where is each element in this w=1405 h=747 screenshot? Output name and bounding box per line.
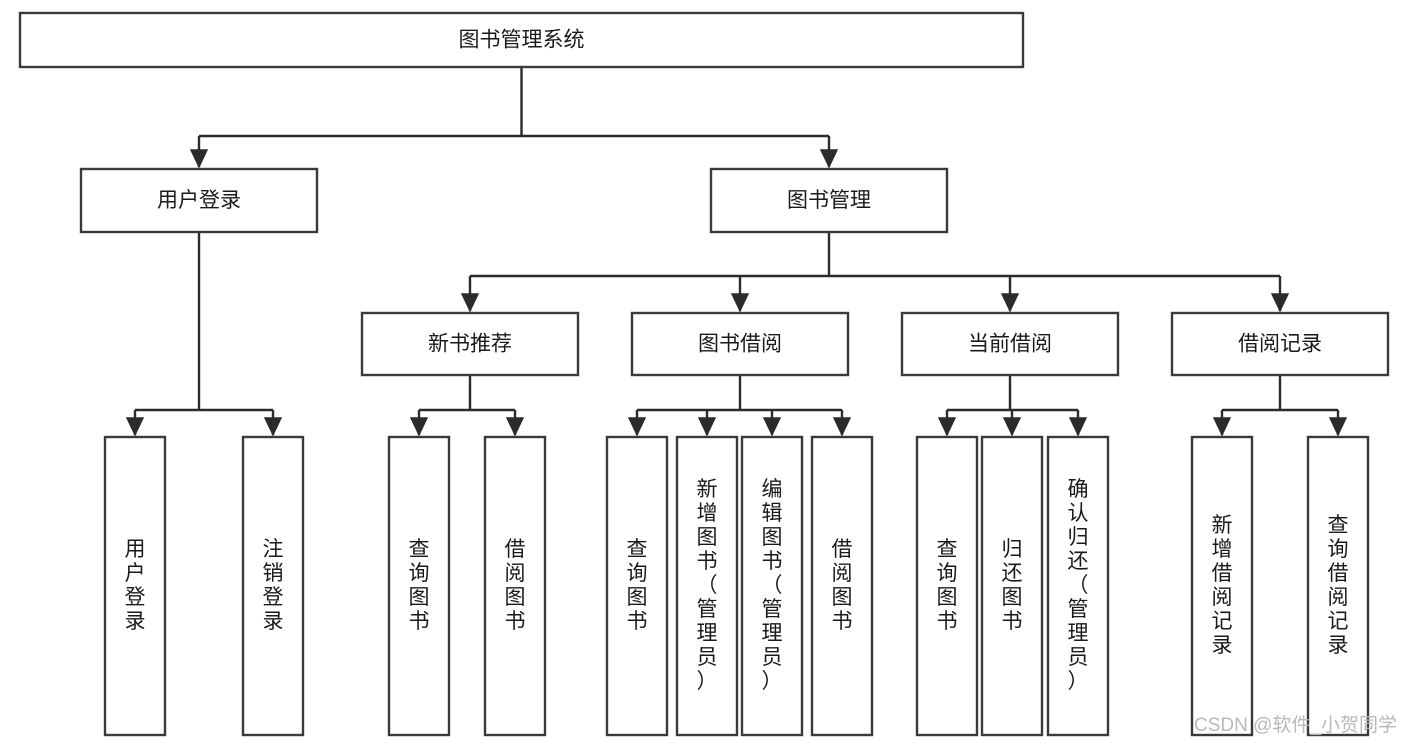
node-level3[interactable]: 当前借阅 <box>900 311 1120 377</box>
node-rect[interactable] <box>1190 435 1254 737</box>
node-rect[interactable] <box>605 435 669 737</box>
node-label: 新书推荐 <box>428 333 512 356</box>
node-label: 注销登录 <box>263 538 284 633</box>
node-label: 查询借阅记录 <box>1328 514 1349 657</box>
node-leaf[interactable]: 借阅图书 <box>810 435 874 737</box>
node-label: 借阅图书 <box>832 538 853 633</box>
node-leaf[interactable]: 查询图书 <box>915 435 979 737</box>
node-label: 当前借阅 <box>968 333 1052 356</box>
node-rect[interactable] <box>1170 311 1390 377</box>
node-rect[interactable] <box>675 435 739 737</box>
node-rect[interactable] <box>915 435 979 737</box>
node-rect[interactable] <box>360 311 580 377</box>
node-leaf[interactable]: 查询图书 <box>387 435 451 737</box>
node-rect[interactable] <box>810 435 874 737</box>
node-leaf[interactable]: 查询图书 <box>605 435 669 737</box>
node-level3[interactable]: 借阅记录 <box>1170 311 1390 377</box>
node-rect[interactable] <box>79 167 319 234</box>
node-label: 用户登录 <box>125 538 146 633</box>
node-level2[interactable]: 图书管理 <box>709 167 949 234</box>
node-label: 查询图书 <box>409 538 430 633</box>
node-label: 图书借阅 <box>698 333 782 356</box>
node-rect[interactable] <box>1046 435 1110 737</box>
node-layer: 图书管理系统用户登录图书管理新书推荐图书借阅当前借阅借阅记录用户登录注销登录查询… <box>18 11 1390 737</box>
node-label: 归还图书 <box>1002 538 1023 633</box>
node-rect[interactable] <box>483 435 547 737</box>
node-rect[interactable] <box>1306 435 1370 737</box>
node-label: 用户登录 <box>157 189 241 212</box>
node-label: 编辑图书（管理员） <box>762 478 783 693</box>
node-label: 借阅记录 <box>1238 333 1322 356</box>
node-rect[interactable] <box>103 435 167 737</box>
node-leaf[interactable]: 新增借阅记录 <box>1190 435 1254 737</box>
node-rect[interactable] <box>709 167 949 234</box>
node-leaf[interactable]: 归还图书 <box>980 435 1044 737</box>
node-level3[interactable]: 新书推荐 <box>360 311 580 377</box>
node-label: 新增图书（管理员） <box>697 478 718 693</box>
node-leaf[interactable]: 编辑图书（管理员） <box>740 435 804 737</box>
node-level3[interactable]: 图书借阅 <box>630 311 850 377</box>
node-rect[interactable] <box>630 311 850 377</box>
node-label: 新增借阅记录 <box>1212 514 1233 657</box>
node-rect[interactable] <box>18 11 1025 69</box>
csdn-watermark: CSDN @软件_小贺同学 <box>1194 714 1397 736</box>
node-leaf[interactable]: 查询借阅记录 <box>1306 435 1370 737</box>
node-rect[interactable] <box>900 311 1120 377</box>
node-label: 图书管理系统 <box>459 29 585 52</box>
node-leaf[interactable]: 用户登录 <box>103 435 167 737</box>
node-leaf[interactable]: 新增图书（管理员） <box>675 435 739 737</box>
node-label: 确认归还（管理员） <box>1068 478 1089 693</box>
node-leaf[interactable]: 注销登录 <box>241 435 305 737</box>
node-level2[interactable]: 用户登录 <box>79 167 319 234</box>
node-rect[interactable] <box>740 435 804 737</box>
node-root[interactable]: 图书管理系统 <box>18 11 1025 69</box>
node-label: 借阅图书 <box>505 538 526 633</box>
node-rect[interactable] <box>241 435 305 737</box>
node-leaf[interactable]: 确认归还（管理员） <box>1046 435 1110 737</box>
node-leaf[interactable]: 借阅图书 <box>483 435 547 737</box>
node-rect[interactable] <box>387 435 451 737</box>
node-label: 图书管理 <box>787 189 871 212</box>
edge-layer <box>125 67 1348 437</box>
node-label: 查询图书 <box>627 538 648 633</box>
node-rect[interactable] <box>980 435 1044 737</box>
node-label: 查询图书 <box>937 538 958 633</box>
